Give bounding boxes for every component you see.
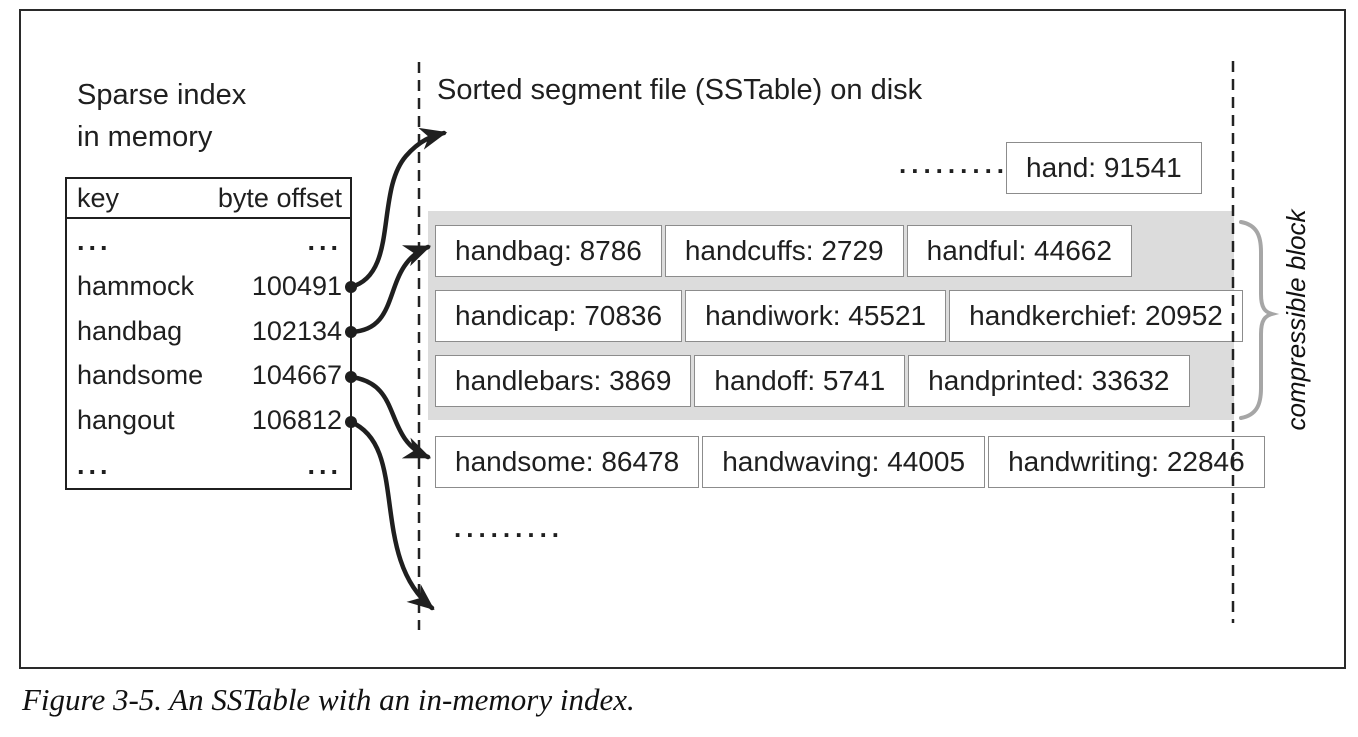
ellipsis-top: ......... — [899, 149, 1010, 179]
segment-entry: hand: 91541 — [1006, 142, 1202, 194]
segment-row-1: handbag: 8786 handcuffs: 2729 handful: 4… — [435, 225, 1132, 277]
sparse-index-table: key byte offset ... ... hammock 100491 h… — [65, 177, 352, 490]
index-key-ellipsis: ... — [77, 225, 112, 256]
sparse-index-title: Sparse index in memory — [77, 74, 246, 158]
sparse-index-title-line1: Sparse index — [77, 79, 247, 111]
table-row-hangout: hangout 106812 — [67, 398, 350, 443]
index-col-key: key — [77, 182, 120, 213]
segment-row-4: handsome: 86478 handwaving: 44005 handwr… — [435, 436, 1265, 488]
segment-row-2: handicap: 70836 handiwork: 45521 handker… — [435, 290, 1243, 342]
table-row-hammock: hammock 100491 — [67, 264, 350, 309]
ellipsis-bottom: ......... — [454, 513, 565, 543]
table-row-handbag: handbag 102134 — [67, 309, 350, 354]
segment-entry: handkerchief: 20952 — [949, 290, 1243, 342]
index-offset: 104667 — [251, 360, 342, 391]
segment-entry: handprinted: 33632 — [908, 355, 1190, 407]
segment-entry: handicap: 70836 — [435, 290, 683, 342]
compressible-block-label: compressible block — [1281, 209, 1311, 431]
index-key: handbag — [77, 315, 183, 346]
segment-entry: handwaving: 44005 — [702, 436, 986, 488]
segment-entry: handbag: 8786 — [435, 225, 662, 277]
segment-entry: handful: 44662 — [906, 225, 1132, 277]
index-key: hammock — [77, 270, 195, 301]
index-offset: 102134 — [251, 315, 342, 346]
index-offset: 106812 — [251, 405, 342, 436]
index-table-header: key byte offset — [67, 179, 350, 219]
sstable-title: Sorted segment file (SSTable) on disk — [437, 74, 923, 106]
index-key: handsome — [77, 360, 204, 391]
index-col-byte-offset: byte offset — [217, 182, 342, 213]
table-row: ... ... — [67, 443, 350, 488]
figure-caption: Figure 3-5. An SSTable with an in-memory… — [22, 682, 635, 717]
table-row: ... ... — [67, 219, 350, 264]
index-key-ellipsis: ... — [77, 450, 112, 481]
diagram-frame: Sparse index in memory key byte offset .… — [19, 9, 1346, 669]
index-offset: 100491 — [251, 270, 342, 301]
index-key: hangout — [77, 405, 175, 436]
segment-row-hand: hand: 91541 — [1006, 142, 1202, 194]
sparse-index-title-line2: in memory — [77, 121, 213, 153]
segment-entry: handlebars: 3869 — [435, 355, 692, 407]
index-offset-ellipsis: ... — [307, 225, 342, 256]
index-offset-ellipsis: ... — [307, 450, 342, 481]
table-row-handsome: handsome 104667 — [67, 353, 350, 398]
segment-entry: handiwork: 45521 — [685, 290, 947, 342]
segment-entry: handsome: 86478 — [435, 436, 700, 488]
segment-entry: handoff: 5741 — [694, 355, 906, 407]
segment-entry: handwriting: 22846 — [988, 436, 1265, 488]
segment-entry: handcuffs: 2729 — [664, 225, 904, 277]
segment-row-3: handlebars: 3869 handoff: 5741 handprint… — [435, 355, 1190, 407]
